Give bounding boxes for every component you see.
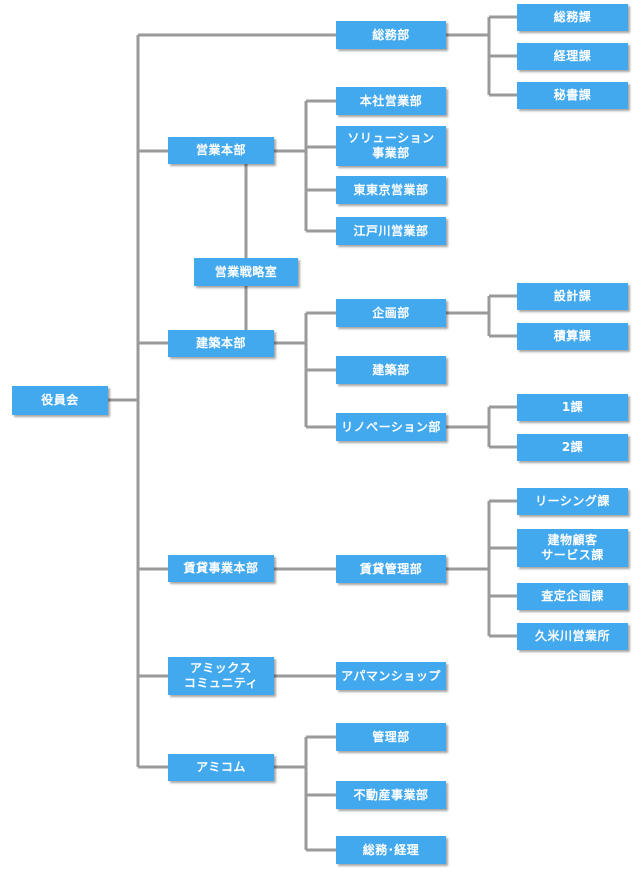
node-renovation: リノベーション部 <box>336 413 446 441</box>
node-board: 役員会 <box>12 386 108 415</box>
node-construction: 建築部 <box>336 356 446 384</box>
node-planning: 企画部 <box>336 299 446 327</box>
node-estimate-section: 積算課 <box>517 323 628 350</box>
node-kumegawa: 久米川営業所 <box>517 623 628 650</box>
node-general-affairs: 総務部 <box>336 21 446 49</box>
node-apaman: アパマンショップ <box>336 662 446 690</box>
node-amicom-mgmt: 管理部 <box>336 723 446 751</box>
node-ga-accounting: 経理課 <box>517 43 628 70</box>
node-design-section: 設計課 <box>517 283 628 310</box>
node-strategy-office: 営業戦略室 <box>194 258 298 286</box>
node-edogawa: 江戸川営業部 <box>336 217 446 245</box>
node-appraisal: 査定企画課 <box>517 583 628 610</box>
node-head-office-sales: 本社営業部 <box>336 87 446 115</box>
node-amix-community: アミックス コミュニティ <box>168 657 274 695</box>
node-leasing: リーシング課 <box>517 488 628 515</box>
node-ga-secretary: 秘書課 <box>517 82 628 109</box>
node-customer-service: 建物顧客 サービス課 <box>517 529 628 567</box>
node-ga-general: 総務課 <box>517 4 628 31</box>
node-sales-hq: 営業本部 <box>168 137 274 164</box>
node-solutions: ソリューション 事業部 <box>336 126 446 166</box>
node-real-estate: 不動産事業部 <box>336 781 446 809</box>
node-amicom: アミコム <box>168 754 274 781</box>
node-section-1: 1課 <box>517 394 628 421</box>
node-rental-mgmt: 賃貸管理部 <box>336 555 446 583</box>
node-rental-hq: 賃貸事業本部 <box>168 555 274 582</box>
node-construction-hq: 建築本部 <box>168 330 274 357</box>
node-higashi-tokyo: 東東京営業部 <box>336 176 446 204</box>
node-ga-accounting-dept: 総務･経理 <box>336 836 446 864</box>
node-section-2: 2課 <box>517 434 628 461</box>
